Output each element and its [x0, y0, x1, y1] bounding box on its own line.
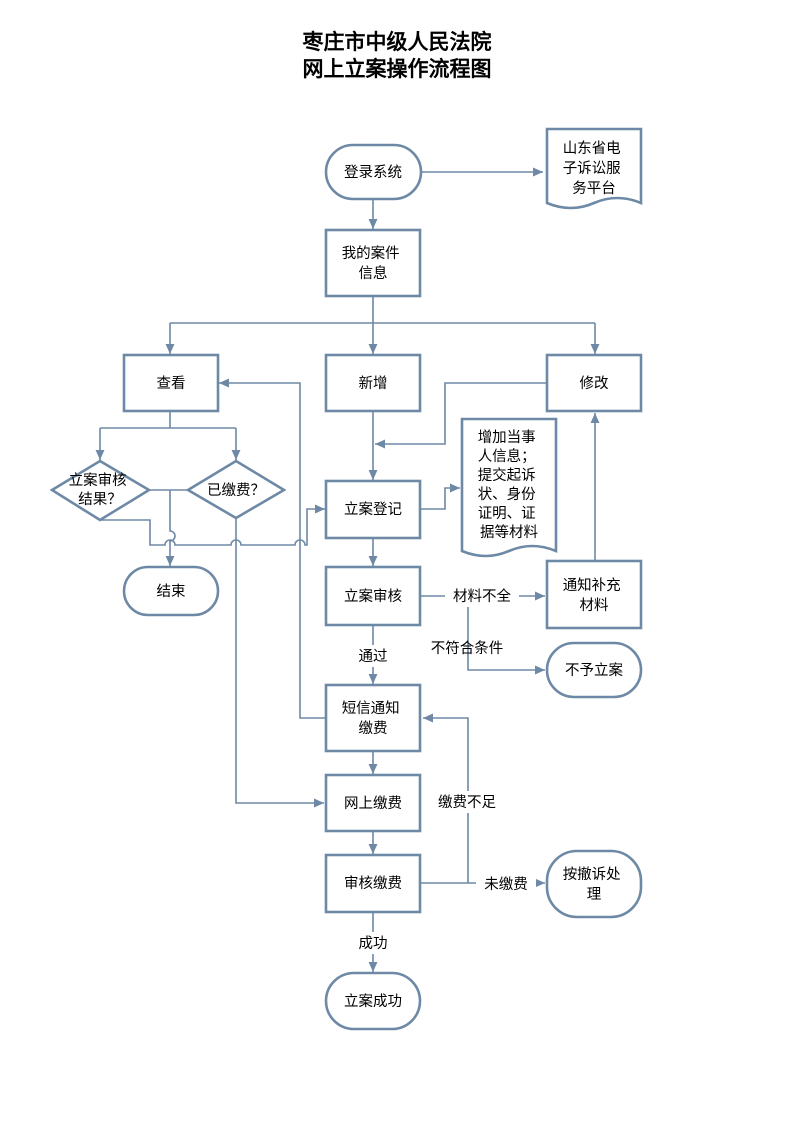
node-new-label: 新增	[359, 375, 388, 392]
node-mycase-shape	[324, 228, 422, 298]
node-success-shape	[324, 971, 422, 1031]
node-end-shape	[122, 565, 220, 617]
node-success-label: 立案成功	[344, 992, 402, 1010]
node-paid-label: 已缴费？	[207, 482, 265, 499]
node-review-label: 立案审核	[344, 587, 402, 605]
node-onlinepay-label: 网上缴费	[344, 795, 402, 812]
edge-checkpay-sms	[423, 713, 469, 883]
node-review-result-label: 立案审核 结果？	[69, 471, 132, 508]
title-line-2: 网上立案操作流程图	[302, 56, 492, 81]
node-portal-label: 山东省电 子诉讼服 务平台	[563, 140, 626, 197]
title-line-1: 枣庄市中级人民法院	[302, 29, 492, 54]
edge-mycase-split	[170, 296, 595, 324]
node-register-label: 立案登记	[344, 500, 402, 518]
node-reject-shape	[545, 641, 643, 699]
node-review-shape	[324, 565, 422, 627]
edge-review-reject	[467, 596, 545, 675]
node-view-shape	[122, 353, 220, 413]
node-modify-label: 修改	[580, 375, 609, 392]
edge-label-success: 成功	[359, 935, 388, 952]
node-shapes	[49, 127, 643, 1031]
node-withdraw-label: 按撤诉处 理	[563, 866, 626, 903]
node-reject-label: 不予立案	[565, 661, 623, 679]
edge-review-result-register	[100, 504, 325, 546]
node-login-shape	[324, 143, 423, 201]
node-mycase-label: 我的案件 信息	[342, 244, 405, 282]
node-register-shape	[324, 479, 422, 540]
node-new-shape	[324, 353, 422, 413]
edge-label-not-qualified: 不符合条件	[431, 640, 504, 657]
node-modify-shape	[545, 353, 643, 413]
node-labels: 登录系统 山东省电 子诉讼服 务平台 我的案件 信息 查看 新增 修改 立案审核…	[69, 140, 626, 1010]
edge-decisions-end	[149, 489, 187, 566]
edge-labels: 材料不全 不符合条件 通过 缴费不足 未缴费 成功	[359, 587, 528, 952]
edge-view-split	[100, 411, 236, 429]
node-notify-shape	[545, 559, 643, 630]
edge-label-backgrounds	[352, 585, 536, 954]
edge-label-pass: 通过	[359, 648, 388, 665]
node-review-result-shape	[49, 459, 152, 522]
edge-label-underpaid: 缴费不足	[438, 794, 496, 811]
node-checkpay-label: 审核缴费	[344, 875, 402, 892]
edge-modify-register	[375, 382, 547, 449]
node-sms-shape	[324, 683, 422, 753]
diagram-title: 枣庄市中级人民法院 网上立案操作流程图	[0, 28, 794, 82]
node-paid-shape	[185, 459, 287, 520]
edge-paid-onlinepay	[235, 518, 324, 808]
node-portal-shape	[545, 127, 643, 210]
edge-register-materials	[421, 483, 460, 510]
node-end-label: 结束	[157, 583, 186, 600]
node-login-label: 登录系统	[344, 164, 402, 181]
node-view-label: 查看	[157, 375, 186, 392]
node-sms-label: 短信通知 缴费	[342, 700, 405, 737]
node-materials-label: 增加当事 人信息； 提交起诉 状、身份 证明、证 据等材料	[478, 429, 541, 541]
node-notify-label: 通知补充 材料	[563, 577, 626, 614]
edge-label-unpaid: 未缴费	[484, 876, 528, 893]
node-onlinepay-shape	[324, 773, 422, 833]
edge-sms-view	[219, 378, 325, 719]
edge-label-incomplete: 材料不全	[453, 587, 511, 605]
node-materials-shape	[460, 417, 558, 558]
node-checkpay-shape	[324, 853, 422, 914]
node-withdraw-shape	[545, 849, 643, 919]
connectors	[95, 167, 600, 972]
